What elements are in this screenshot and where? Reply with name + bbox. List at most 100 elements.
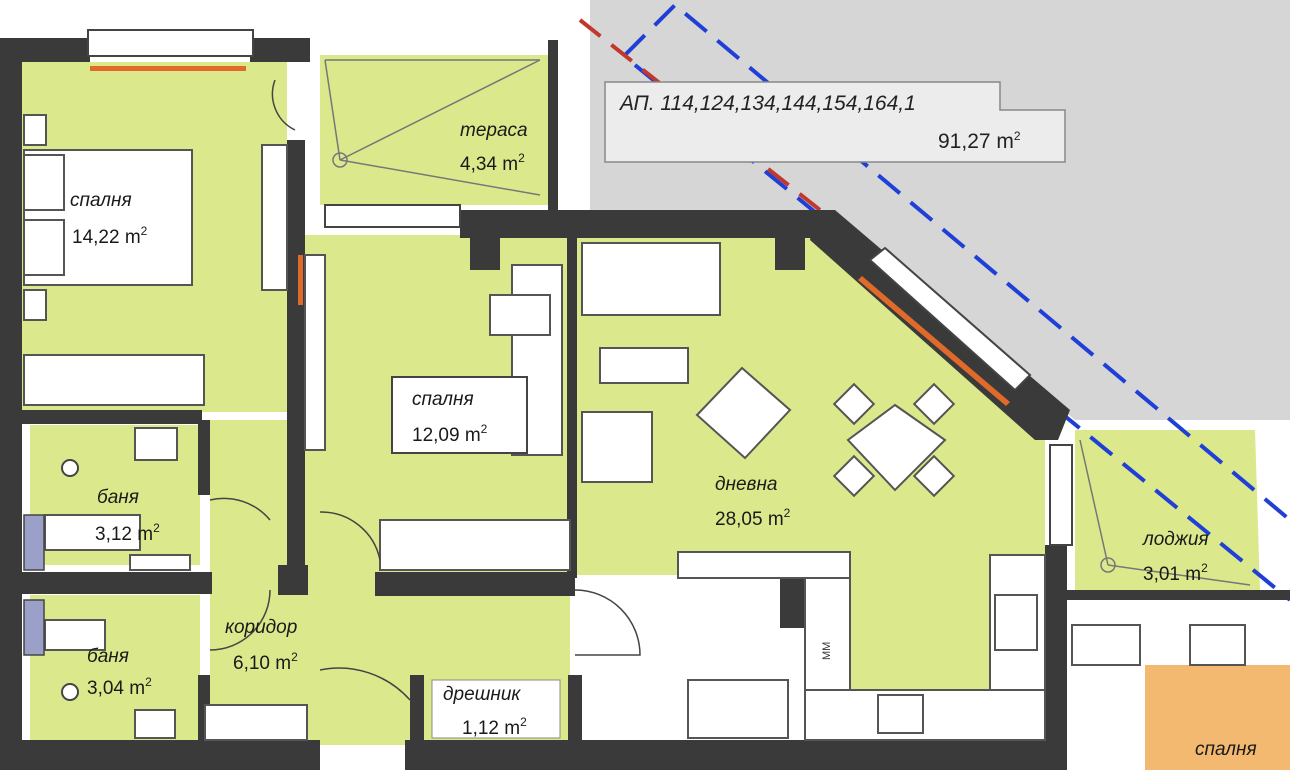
closet-label-box bbox=[431, 679, 561, 739]
toilets bbox=[61, 459, 79, 701]
room-area-bedroom-2: 12,09 m2 bbox=[412, 422, 488, 446]
kitchen-counter-bottom bbox=[804, 689, 1046, 741]
room-area-bedroom-1: 14,22 m2 bbox=[72, 224, 148, 248]
red-dashed-line bbox=[578, 18, 822, 212]
shelf-corridor bbox=[204, 704, 308, 741]
window-sill-top bbox=[90, 66, 246, 71]
pillow-2 bbox=[23, 219, 65, 276]
wall-bath-right bbox=[198, 420, 210, 495]
room-name-loggia: лоджия bbox=[1142, 529, 1209, 550]
wall-closet-left bbox=[410, 675, 424, 745]
apartment-label-box bbox=[604, 81, 1066, 163]
window-terrace-door bbox=[324, 204, 461, 228]
window-top-bedroom bbox=[87, 29, 254, 57]
terrace-lines bbox=[324, 59, 541, 196]
window-diagonal bbox=[868, 246, 1032, 392]
wall-bath-divider bbox=[0, 572, 212, 594]
room-name-bath-1: баня bbox=[97, 487, 139, 508]
pillar-1 bbox=[470, 215, 500, 270]
wall-switches bbox=[23, 514, 45, 656]
wall-closet-right bbox=[568, 675, 582, 745]
bath-sink-2 bbox=[134, 709, 176, 739]
room-name-terrace: терасa bbox=[460, 120, 528, 141]
neighbor-desk bbox=[1189, 624, 1246, 666]
bedroom-2-label-box bbox=[391, 376, 528, 454]
room-area-bath-2: 3,04 m2 bbox=[87, 675, 152, 699]
windows bbox=[87, 29, 1073, 546]
loggia-lines bbox=[1079, 439, 1251, 586]
blue-dashed-line-outer bbox=[623, 2, 1290, 522]
bathtub-1 bbox=[44, 514, 141, 551]
door-swings bbox=[209, 79, 641, 701]
room-name-bath-2: баня bbox=[87, 646, 129, 667]
dining-table bbox=[846, 403, 947, 492]
room-name-bedroom-3: спалня bbox=[1195, 739, 1257, 760]
desk-2 bbox=[489, 294, 551, 336]
pillar-4 bbox=[278, 565, 308, 595]
sink bbox=[877, 694, 924, 734]
furniture bbox=[23, 114, 1246, 741]
kitchen-counter-side bbox=[804, 577, 851, 691]
wall-loggia-bottom bbox=[1065, 590, 1290, 600]
armchair-2 bbox=[695, 366, 792, 460]
apartment-area-value: 91,27 m bbox=[938, 130, 1014, 153]
wall-bedroom2-bottom bbox=[375, 572, 575, 596]
window-loggia bbox=[1049, 444, 1073, 546]
chair-1 bbox=[832, 382, 876, 426]
room-name-bedroom-2: спалня bbox=[412, 389, 474, 410]
fill-corridor bbox=[210, 420, 420, 745]
wall-left bbox=[0, 62, 22, 770]
pillar-2 bbox=[775, 215, 805, 270]
fridge-label: ММ bbox=[821, 642, 833, 660]
desk-1 bbox=[261, 144, 288, 291]
chair-2 bbox=[912, 382, 956, 426]
neighbor-cabinet bbox=[1071, 624, 1141, 666]
chair-3 bbox=[832, 454, 876, 498]
bedside-2 bbox=[23, 289, 47, 321]
room-area-living: 28,05 m2 bbox=[715, 506, 791, 530]
wall-diagonal bbox=[810, 210, 1070, 440]
pillar-3 bbox=[780, 578, 805, 628]
room-name-closet: дрешник bbox=[443, 684, 521, 705]
wall-kitchen-right bbox=[1045, 545, 1067, 770]
wardrobe-2 bbox=[379, 519, 571, 571]
room-name-corridor: коридор bbox=[225, 617, 297, 638]
room-area-bath-1: 3,12 m2 bbox=[95, 521, 160, 545]
armchair-1 bbox=[581, 411, 653, 483]
pillow-1 bbox=[23, 154, 65, 211]
window-sill-vertical bbox=[298, 255, 303, 305]
walls bbox=[0, 38, 1290, 770]
bath-cabinet-1 bbox=[129, 554, 191, 571]
wall-top-mid bbox=[250, 38, 310, 62]
wall-partition-v1 bbox=[287, 140, 305, 590]
apartment-area: 91,27 m2 bbox=[938, 129, 1021, 153]
apartment-label: АП. 114,124,134,144,154,164,1 bbox=[618, 92, 916, 115]
wall-terrace-right bbox=[548, 40, 558, 210]
wardrobe-3 bbox=[304, 254, 326, 451]
fill-bedroom-3 bbox=[1145, 665, 1290, 770]
room-name-bedroom-1: спалня bbox=[70, 190, 132, 211]
wall-top-living bbox=[460, 210, 820, 238]
bathtub-2 bbox=[44, 619, 106, 651]
bath-sink-1 bbox=[134, 427, 178, 461]
stove bbox=[994, 594, 1038, 651]
wall-bedroom2-right bbox=[567, 238, 577, 578]
kitchen-counter-top bbox=[677, 551, 851, 579]
desk-3 bbox=[687, 679, 789, 739]
room-area-corridor: 6,10 m2 bbox=[233, 650, 298, 674]
room-area-loggia: 3,01 m2 bbox=[1143, 561, 1208, 585]
fill-terrace bbox=[320, 55, 550, 205]
wall-bottom-left bbox=[0, 740, 320, 770]
tv-unit bbox=[599, 347, 689, 384]
wall-top-left bbox=[0, 38, 90, 62]
sofa bbox=[581, 242, 721, 316]
fill-loggia bbox=[1075, 430, 1260, 590]
wall-bottom-mid bbox=[405, 740, 1065, 770]
wall-bath-top bbox=[22, 410, 202, 424]
room-area-closet: 1,12 m2 bbox=[462, 715, 527, 739]
room-area-terrace: 4,34 m2 bbox=[460, 151, 525, 175]
fill-living bbox=[575, 235, 1045, 690]
apartment-area-sup: 2 bbox=[1014, 129, 1021, 143]
wardrobe-1 bbox=[23, 354, 205, 406]
